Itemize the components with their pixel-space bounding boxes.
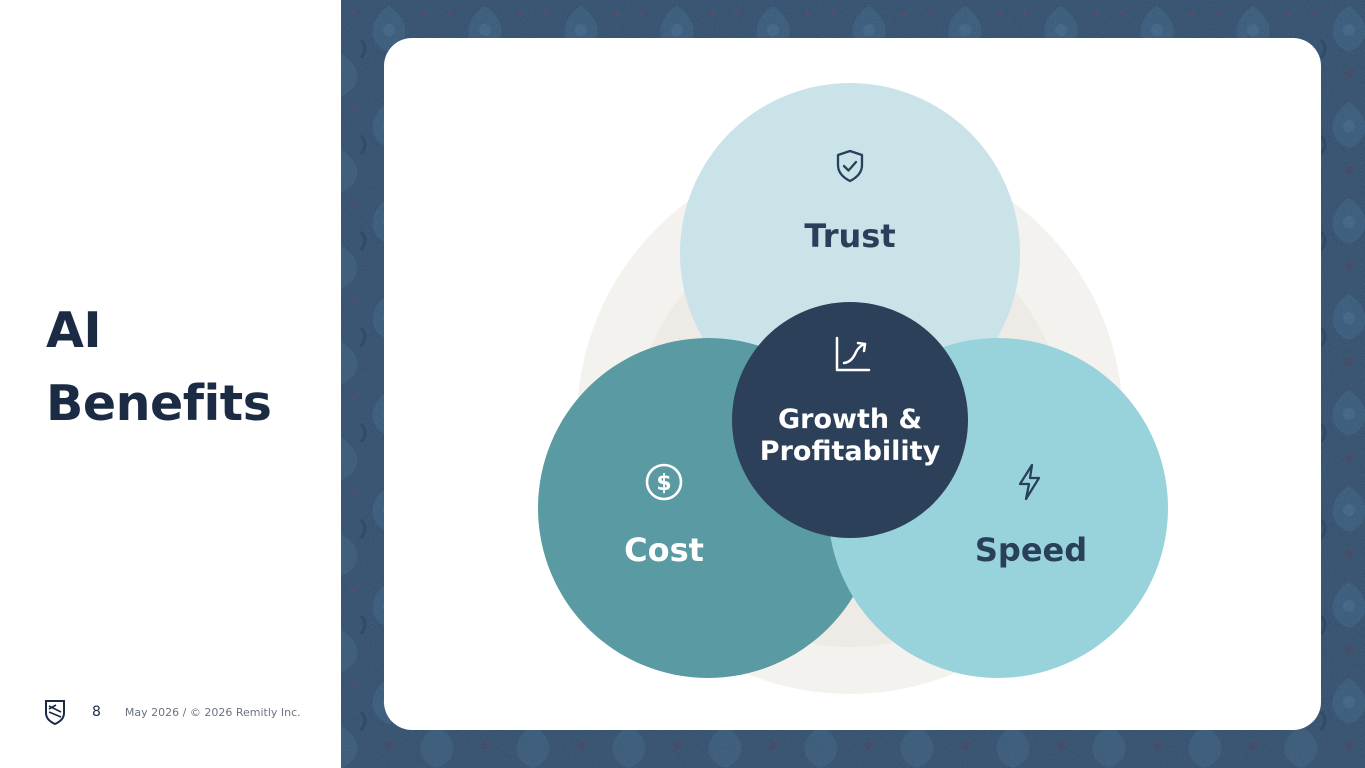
center-label-line-1: Growth & xyxy=(778,404,922,435)
footer-copyright: May 2026 / © 2026 Remitly Inc. xyxy=(124,705,301,719)
lightning-bolt-icon xyxy=(1018,463,1041,501)
venn-diagram: Trust $ Cost Speed Growth & xyxy=(538,83,1168,694)
svg-text:$: $ xyxy=(656,471,671,496)
cost-label: Cost xyxy=(624,531,704,569)
dollar-coin-icon: $ xyxy=(645,463,683,501)
center-label-line-2: Profitability xyxy=(760,436,941,467)
title-line-1: AI xyxy=(46,302,102,359)
title-line-2: Benefits xyxy=(46,375,272,432)
center-circle xyxy=(732,302,968,538)
growth-chart-icon xyxy=(835,336,871,372)
trust-label: Trust xyxy=(804,217,895,255)
speed-label: Speed xyxy=(975,531,1087,569)
right-panel: Trust $ Cost Speed Growth & xyxy=(341,0,1365,768)
page-number: 8 xyxy=(92,704,101,720)
left-panel: AI Benefits 8 May 2026 / © 2026 Remitly … xyxy=(0,0,341,768)
shield-check-icon xyxy=(836,149,864,183)
remitly-logo-icon xyxy=(45,700,65,725)
diagram-card: Trust $ Cost Speed Growth & xyxy=(384,38,1321,730)
slide-title: AI Benefits xyxy=(46,294,272,440)
footer: 8 May 2026 / © 2026 Remitly Inc. xyxy=(44,698,301,726)
trust-circle xyxy=(680,83,1020,423)
